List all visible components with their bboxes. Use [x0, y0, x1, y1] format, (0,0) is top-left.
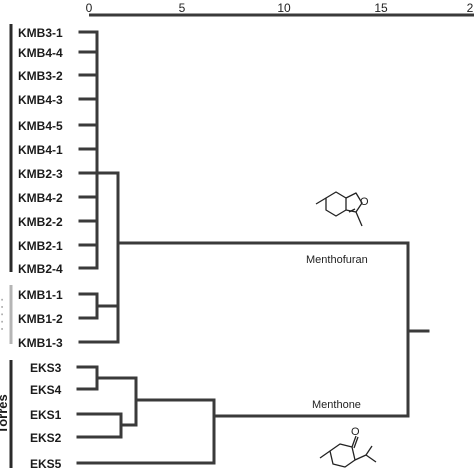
compound-label-menthone: Menthone	[312, 399, 361, 411]
furan-oxygen-label: O	[360, 196, 369, 208]
leaf-label: KMB1-3	[18, 336, 63, 350]
group-label-torres: Torres	[0, 394, 10, 434]
ketone-oxygen-label: O	[351, 426, 360, 438]
eks-clusters	[76, 365, 410, 465]
axis-tick-label: 5	[179, 1, 186, 15]
leaf-label: EKS2	[30, 431, 62, 445]
menthofuran-structure-icon: O	[315, 191, 369, 227]
axis-tick-label: 10	[277, 1, 291, 15]
leaf-label: EKS5	[30, 457, 62, 471]
leaf-label: KMB4-2	[18, 191, 63, 205]
compound-label-menthofuran: Menthofuran	[306, 254, 368, 266]
leaf-label: KMB2-3	[18, 167, 63, 181]
leaf-label: EKS3	[30, 361, 62, 375]
leaf-branches	[78, 30, 120, 344]
leaf-label: KMB2-1	[18, 239, 63, 253]
menthone-structure-icon: O	[319, 426, 377, 468]
leaf-label: KMB3-1	[18, 26, 63, 40]
leaf-label: KMB4-4	[18, 46, 63, 60]
leaf-label: KMB4-5	[18, 119, 63, 133]
axis-tick-label: 0	[86, 1, 93, 15]
root-join	[406, 241, 430, 418]
axis-tick-label: 15	[374, 1, 388, 15]
leaf-label: KMB4-3	[18, 93, 63, 107]
leaf-label: KMB4-1	[18, 143, 63, 157]
kmb-clusters	[95, 30, 410, 344]
leaf-label: KMB3-2	[18, 69, 63, 83]
leaf-label: KMB1-1	[18, 288, 63, 302]
leaf-label: EKS4	[30, 383, 62, 397]
leaf-label: EKS1	[30, 408, 62, 422]
axis-tick-label: 2	[467, 1, 474, 15]
leaf-label: KMB2-2	[18, 215, 63, 229]
leaf-label: KMB2-4	[18, 262, 63, 276]
group-label-faded: · · · · ·	[0, 297, 9, 330]
leaf-label: KMB1-2	[18, 312, 63, 326]
